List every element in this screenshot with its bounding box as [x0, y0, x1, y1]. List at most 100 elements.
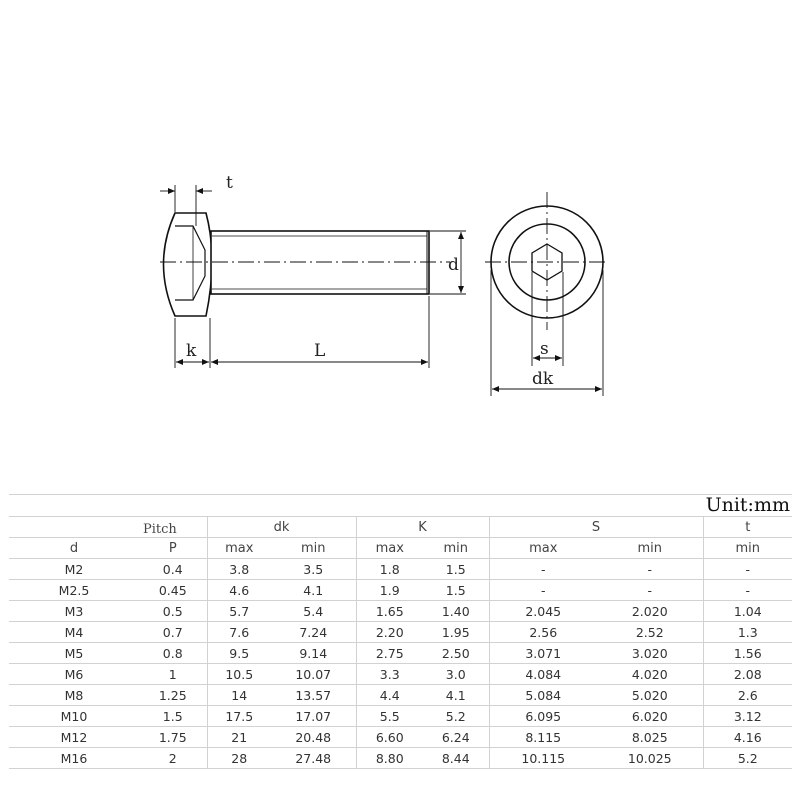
- screw-technical-drawing: t d k L s dk: [160, 173, 609, 396]
- cell-s-min: 4.020: [597, 663, 704, 685]
- dim-label-dk: dk: [532, 369, 554, 389]
- cell-t-min: 1.3: [702, 621, 793, 643]
- cell-t-min: 1.04: [702, 600, 793, 622]
- cell-dk-max: 10.5: [206, 663, 271, 685]
- cell-size: M16: [9, 747, 139, 769]
- cell-dk-min: 10.07: [271, 663, 356, 685]
- cell-size: M5: [9, 642, 139, 664]
- header-dk-min: min: [271, 537, 356, 559]
- cell-size: M4: [9, 621, 139, 643]
- header-blank: [9, 516, 139, 538]
- cell-k-max: 1.65: [355, 600, 423, 622]
- cell-t-min: 4.16: [702, 726, 793, 748]
- cell-s-min: 5.020: [597, 684, 704, 706]
- cell-k-max: 3.3: [355, 663, 423, 685]
- header-pitch: Pitch: [139, 516, 207, 538]
- cell-pitch: 0.45: [139, 579, 207, 601]
- cell-pitch: 2: [139, 747, 207, 769]
- cell-s-min: 10.025: [597, 747, 704, 769]
- dim-label-s: s: [540, 339, 549, 359]
- cell-pitch: 0.4: [139, 558, 207, 580]
- cell-t-min: 2.08: [702, 663, 793, 685]
- cell-k-min: 5.2: [423, 705, 489, 727]
- cell-dk-max: 4.6: [206, 579, 271, 601]
- header-p: P: [139, 537, 207, 559]
- header-k-max: max: [355, 537, 423, 559]
- cell-size: M6: [9, 663, 139, 685]
- header-s-max: max: [488, 537, 597, 559]
- cell-pitch: 1.75: [139, 726, 207, 748]
- cell-k-max: 5.5: [355, 705, 423, 727]
- header-dk: dk: [206, 516, 356, 538]
- cell-k-max: 1.9: [355, 579, 423, 601]
- cell-pitch: 1.25: [139, 684, 207, 706]
- cell-k-min: 1.40: [423, 600, 489, 622]
- header-s: S: [488, 516, 704, 538]
- cell-s-max: 2.56: [488, 621, 597, 643]
- cell-pitch: 0.7: [139, 621, 207, 643]
- cell-k-max: 1.8: [355, 558, 423, 580]
- header-dk-max: max: [206, 537, 271, 559]
- cell-s-max: -: [488, 579, 597, 601]
- cell-size: M3: [9, 600, 139, 622]
- cell-dk-min: 4.1: [271, 579, 356, 601]
- header-t: t: [702, 516, 793, 538]
- unit-label: Unit:mm: [705, 494, 790, 516]
- cell-s-max: 8.115: [488, 726, 597, 748]
- spec-table: Pitch dk K S t d P max min max min max m…: [9, 516, 793, 769]
- cell-size: M12: [9, 726, 139, 748]
- cell-k-min: 3.0: [423, 663, 489, 685]
- spec-table-area: Unit:mm Pitch dk K S t d P max min max m…: [0, 494, 800, 800]
- hex-socket: [175, 225, 206, 301]
- cell-k-min: 8.44: [423, 747, 489, 769]
- cell-pitch: 0.5: [139, 600, 207, 622]
- header-d: d: [9, 537, 139, 559]
- dim-label-d: d: [448, 255, 459, 275]
- side-view: [160, 185, 466, 368]
- cell-t-min: 1.56: [702, 642, 793, 664]
- cell-s-max: 10.115: [488, 747, 597, 769]
- cell-s-min: -: [597, 579, 704, 601]
- table-header-row-2: d P max min max min max min min: [9, 537, 793, 559]
- cell-s-min: 2.52: [597, 621, 704, 643]
- cell-size: M8: [9, 684, 139, 706]
- cell-dk-max: 7.6: [206, 621, 271, 643]
- cell-k-min: 6.24: [423, 726, 489, 748]
- cell-dk-min: 27.48: [271, 747, 356, 769]
- cell-k-max: 2.20: [355, 621, 423, 643]
- cell-dk-max: 5.7: [206, 600, 271, 622]
- cell-s-min: 8.025: [597, 726, 704, 748]
- cell-t-min: 5.2: [702, 747, 793, 769]
- dim-label-t: t: [226, 173, 233, 193]
- cell-k-max: 4.4: [355, 684, 423, 706]
- cell-s-min: 3.020: [597, 642, 704, 664]
- cell-k-min: 2.50: [423, 642, 489, 664]
- dim-label-L: L: [314, 341, 325, 361]
- cell-s-max: 2.045: [488, 600, 597, 622]
- cell-dk-max: 28: [206, 747, 271, 769]
- cell-dk-max: 17.5: [206, 705, 271, 727]
- header-t-min: min: [702, 537, 793, 559]
- table-top-rule: [9, 494, 792, 495]
- cell-dk-max: 14: [206, 684, 271, 706]
- cell-pitch: 0.8: [139, 642, 207, 664]
- cell-s-max: 6.095: [488, 705, 597, 727]
- cell-dk-max: 9.5: [206, 642, 271, 664]
- cell-s-min: 2.020: [597, 600, 704, 622]
- cell-t-min: -: [702, 579, 793, 601]
- cell-k-min: 1.95: [423, 621, 489, 643]
- cell-pitch: 1: [139, 663, 207, 685]
- cell-t-min: -: [702, 558, 793, 580]
- cell-size: M10: [9, 705, 139, 727]
- cell-k-min: 1.5: [423, 579, 489, 601]
- cell-t-min: 3.12: [702, 705, 793, 727]
